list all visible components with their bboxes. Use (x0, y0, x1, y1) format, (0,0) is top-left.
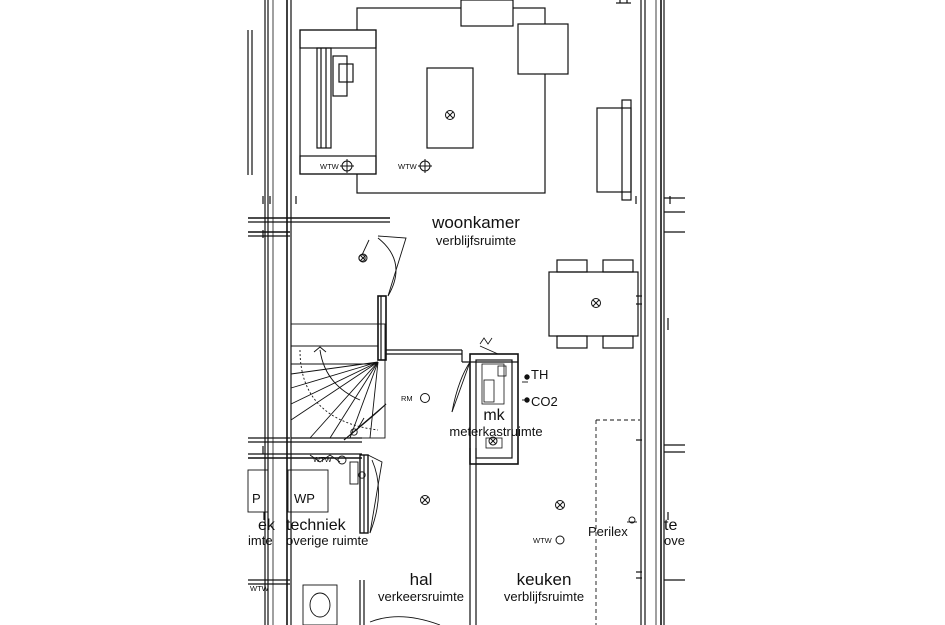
th-label: TH (531, 367, 548, 382)
rm-label: RM (401, 394, 413, 403)
right-neighbour-name: te (664, 517, 677, 534)
living-furniture (299, 0, 632, 201)
meterkast-interior (479, 337, 507, 449)
woonkamer-function: verblijfsruimte (436, 233, 516, 248)
techniek-function: overige ruimte (286, 533, 368, 548)
outlets (522, 197, 637, 524)
light-stair (358, 253, 368, 263)
mk-name: mk (483, 407, 505, 424)
wtw-label-2: WTW (398, 162, 418, 171)
cross-walls (248, 197, 685, 585)
light-dining (591, 298, 601, 308)
mk-function: meterkastruimte (449, 424, 542, 439)
light-living (445, 110, 455, 120)
labels: woonkamer verblijfsruimte mk meterkastru… (248, 162, 685, 604)
light-hal (420, 495, 430, 505)
left-neighbour-name: ek (258, 517, 276, 534)
wp-left-label: P (252, 491, 261, 506)
wtw-label-3: WTW (533, 536, 553, 545)
woonkamer-name: woonkamer (431, 213, 520, 232)
dining-furniture (548, 259, 639, 349)
right-exterior-wall (616, 0, 665, 625)
hal-function: verkeersruimte (378, 589, 464, 604)
left-neighbour-function: imte (248, 533, 273, 548)
wp-label: WP (294, 491, 315, 506)
right-neighbour-function: ove (664, 533, 685, 548)
wtw-label-5: WTW (313, 455, 333, 464)
keuken-function: verblijfsruimte (504, 589, 584, 604)
wtw-vent-1 (340, 159, 354, 173)
hal-name: hal (410, 570, 433, 589)
th-co2-sensors (524, 374, 530, 403)
wtw-vent-keuken (555, 535, 565, 545)
light-keuken (555, 500, 565, 510)
left-exterior-wall (247, 0, 292, 625)
interior-walls (291, 295, 519, 625)
wall-ticks (262, 196, 671, 579)
wtw-vent-2 (418, 159, 432, 173)
techniek-name: techniek (286, 517, 347, 534)
techniek-fixtures (247, 454, 359, 625)
perilex-label: Perilex (588, 524, 628, 539)
keuken-name: keuken (517, 570, 572, 589)
staircase (290, 323, 386, 439)
wtw-label-1: WTW (320, 162, 340, 171)
rm-smoke-detector (420, 393, 430, 403)
light-mk (488, 436, 498, 446)
ceiling-lights (340, 110, 601, 545)
wtw-label-4: WTW (250, 584, 270, 593)
co2-label: CO2 (531, 394, 558, 409)
